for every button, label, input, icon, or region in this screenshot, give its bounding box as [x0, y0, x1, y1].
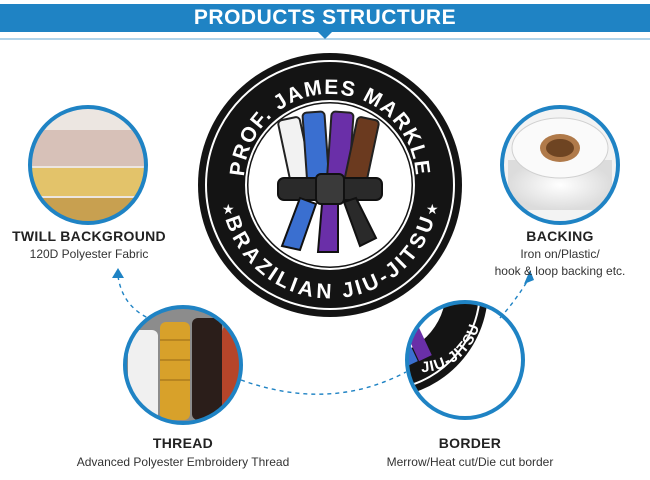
twill-label: TWILL BACKGROUND 120D Polyester Fabric [0, 228, 178, 263]
header-bar [0, 4, 650, 32]
thread-title: THREAD [152, 435, 214, 451]
patch-inner-ring [245, 100, 415, 270]
arrowheads [112, 268, 534, 284]
backing-desc-line2: hook & loop backing etc. [494, 264, 626, 278]
dashed-arrow-icon [117, 275, 149, 319]
fabric-yellow [30, 168, 146, 196]
border-patch-edge [407, 302, 488, 398]
twill-detail [28, 105, 148, 225]
border-desc: Merrow/Heat cut/Die cut border [386, 455, 554, 469]
backing-frame [500, 105, 620, 225]
belt-knot [315, 173, 345, 205]
spool-gold [160, 322, 190, 420]
thread-detail [123, 305, 243, 425]
patch-outer-ring [205, 60, 455, 310]
star-icon: ★ [426, 202, 439, 218]
spool-red [222, 326, 241, 420]
twill-desc: 120D Polyester Fabric [29, 247, 149, 261]
backing-detail [500, 105, 620, 225]
twill-frame [28, 105, 148, 225]
border-frame [405, 300, 525, 420]
connectors [117, 275, 529, 395]
roll-core-hole [546, 139, 574, 157]
header-banner: PRODUCTS STRUCTURE [0, 0, 650, 40]
backing-desc-line1: Iron on/Plastic/ [520, 247, 600, 261]
thread-desc: Advanced Polyester Embroidery Thread [76, 455, 290, 469]
border-label: BORDER Merrow/Heat cut/Die cut border [350, 435, 590, 471]
backing-title: BACKING [526, 228, 594, 244]
belt-tail-blue [280, 196, 318, 252]
border-title: BORDER [438, 435, 502, 451]
dashed-arrow-icon [499, 279, 529, 319]
dashed-arrow-icon [240, 371, 407, 395]
belt-tail-purple [316, 203, 339, 253]
thread-frame [123, 305, 243, 425]
spool-dark [192, 318, 222, 420]
belt-tail-black [342, 196, 378, 248]
header-divider [0, 38, 650, 40]
header-notch [317, 31, 333, 39]
page-title: PRODUCTS STRUCTURE [193, 6, 457, 29]
patch: ★ ★ PROF. JAMES MARKLE BRAZILIAN JIU-JIT… [198, 53, 462, 317]
twill-title: TWILL BACKGROUND [12, 228, 166, 244]
thread-label: THREAD Advanced Polyester Embroidery Thr… [48, 435, 318, 471]
backing-label: BACKING Iron on/Plastic/ hook & loop bac… [470, 228, 650, 280]
border-belt-blue [407, 324, 418, 368]
belt-graphic [277, 110, 383, 253]
fabric-pink [30, 130, 146, 166]
star-icon: ★ [222, 202, 235, 218]
arrowhead-icon [524, 270, 534, 284]
arrowhead-icon [112, 268, 124, 278]
